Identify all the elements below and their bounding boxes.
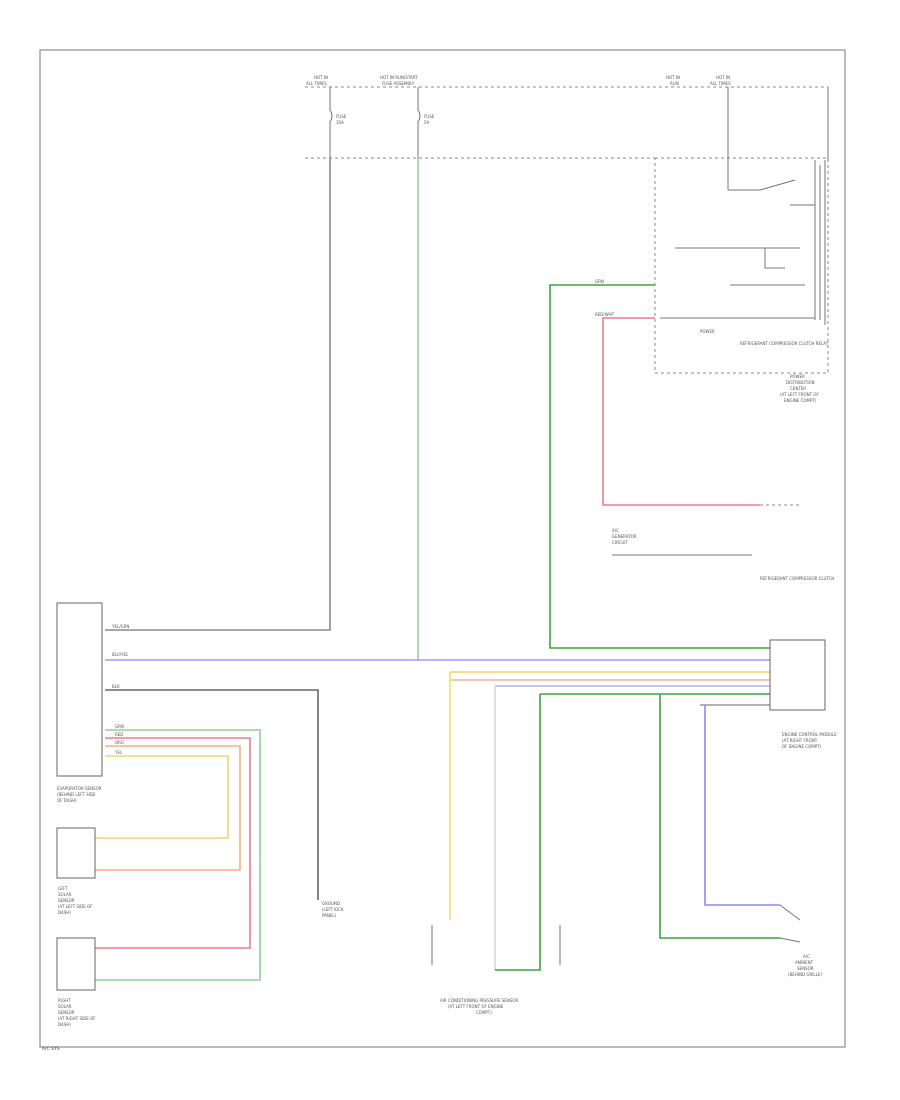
svg-text:A/C: A/C <box>612 528 619 533</box>
compressor-clutch: A/C GENERATOR CIRCUIT REFRIGERANT COMPRE… <box>612 504 834 581</box>
left-sensor-label-b: SOLAR <box>58 892 72 897</box>
wire-green-vert <box>495 694 541 971</box>
relay-switch: POWER <box>660 87 829 334</box>
wire-blue-ambient <box>704 705 780 906</box>
ground-label: GROUND <box>322 901 340 906</box>
svg-text:SENSOR: SENSOR <box>797 966 814 971</box>
fuse-2: FUSE 5A <box>417 87 435 158</box>
wire-orange-left <box>95 745 241 871</box>
label-hot3-b: RUN <box>670 81 679 86</box>
relay-label-4: (AT LEFT FRONT OF <box>780 392 819 397</box>
label-hot1-b: ALL TIMES <box>306 81 327 86</box>
pressure-sensor: AIR CONDITIONING PRESSURE SENSOR (AT LEF… <box>431 925 561 1015</box>
relay-label-1: POWER <box>790 374 805 379</box>
wire-label-ylwgrn: YEL/GRN <box>111 624 129 629</box>
label-yel-left: YEL <box>114 750 123 755</box>
label-hot2-b: FUSE ASSEMBLY <box>382 81 415 86</box>
label-hot3: HOT IN <box>666 75 680 80</box>
right-sensor-label-b: SOLAR <box>58 1004 72 1009</box>
svg-text:AMBIENT: AMBIENT <box>795 960 814 965</box>
wire-yellow-left <box>95 755 229 839</box>
wire-red-relay <box>602 317 760 506</box>
ambient-sensor: A/C AMBIENT SENSOR (BEHIND GRILLE) <box>779 904 822 977</box>
ecm-label: ENGINE CONTROL MODULE <box>782 732 837 737</box>
relay-housing <box>654 157 829 374</box>
svg-text:FUSE: FUSE <box>424 114 435 119</box>
svg-text:REFRIGERANT COMPRESSOR CLUTCH: REFRIGERANT COMPRESSOR CLUTCH <box>760 576 834 581</box>
svg-text:10A: 10A <box>336 120 344 125</box>
label-grn-relay: GRN <box>595 279 604 284</box>
diagram-frame <box>39 49 846 1048</box>
evap-label: EVAPORATOR SENSOR <box>57 786 102 791</box>
evap-label-c: OF DASH) <box>57 798 77 803</box>
wire-black-ground <box>105 689 319 900</box>
label-hot4: HOT IN <box>716 75 730 80</box>
corner-id: A/C SYS <box>42 1046 60 1052</box>
label-hot1: HOT IN <box>314 75 328 80</box>
ground-label-b: (LEFT KICK <box>322 907 344 912</box>
svg-text:AIR CONDITIONING PRESSURE SENS: AIR CONDITIONING PRESSURE SENSOR <box>440 998 519 1003</box>
compressor-relay-label: REFRIGERANT COMPRESSOR CLUTCH RELAY <box>740 341 829 346</box>
right-sensor-label-d: (AT RIGHT SIDE OF <box>58 1016 96 1021</box>
right-sensor-label-c: SENSOR <box>58 1010 75 1015</box>
wire-red-left <box>95 737 251 949</box>
label-hot4-b: ALL TIMES <box>710 81 731 86</box>
relay-label-3: CENTER <box>790 386 806 391</box>
left-solar-sensor <box>56 827 96 879</box>
label-blu: BLU/YEL <box>112 652 129 657</box>
fuse-1: FUSE 10A <box>329 87 347 158</box>
left-sensor-label-e: DASH) <box>58 910 71 915</box>
wire-green-ambient <box>659 694 780 939</box>
left-sensor-label: LEFT <box>58 886 68 891</box>
svg-text:POWER: POWER <box>700 329 715 334</box>
svg-text:GENERATOR: GENERATOR <box>612 534 637 539</box>
svg-text:A/C: A/C <box>803 954 810 959</box>
evap-label-b: (BEHIND LEFT SIDE <box>57 792 96 797</box>
ground-label-c: PANEL) <box>322 913 337 918</box>
label-red-relay: RED/WHT <box>595 312 615 317</box>
right-solar-sensor <box>56 937 96 991</box>
wire-green-left <box>95 729 261 981</box>
svg-text:(AT LEFT FRONT OF ENGINE: (AT LEFT FRONT OF ENGINE <box>448 1004 504 1009</box>
svg-text:5A: 5A <box>424 120 430 125</box>
evaporator-sensor-module <box>56 602 103 777</box>
label-red-left: RED <box>115 732 123 737</box>
relay-label-5: ENGINE COMPT) <box>784 398 817 403</box>
wire-gray-main <box>105 158 331 631</box>
right-sensor-label: RIGHT <box>58 998 71 1003</box>
label-hot2: HOT IN RUN/START <box>380 75 418 80</box>
ecm-label-c: OF ENGINE COMPT) <box>782 744 822 749</box>
label-grn-left: GRN <box>115 724 124 729</box>
relay-label-2: DISTRIBUTION <box>786 380 815 385</box>
engine-control-module <box>769 639 826 711</box>
label-org-left: ORG <box>115 740 124 745</box>
left-sensor-label-c: SENSOR <box>58 898 75 903</box>
label-blk: BLK <box>112 684 120 689</box>
wire-green-relay <box>549 284 770 649</box>
svg-text:FUSE: FUSE <box>336 114 347 119</box>
svg-text:CIRCUIT: CIRCUIT <box>612 540 628 545</box>
right-sensor-label-e: DASH) <box>58 1022 71 1027</box>
ecm-label-b: (AT RIGHT FRONT <box>782 738 818 743</box>
svg-text:COMPT): COMPT) <box>476 1010 492 1015</box>
svg-text:(BEHIND GRILLE): (BEHIND GRILLE) <box>788 972 822 977</box>
left-sensor-label-d: (AT LEFT SIDE OF <box>58 904 93 909</box>
